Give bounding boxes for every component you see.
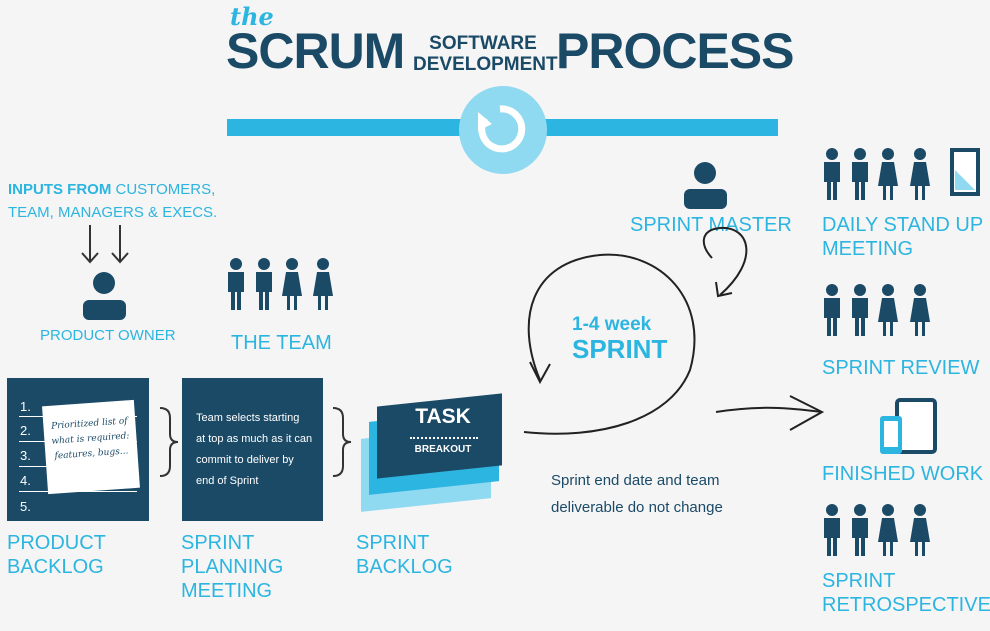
backlog-number: 4. [20,473,31,488]
sprint-title: SPRINT [572,334,668,364]
label-line: SPRINT [822,570,896,592]
cycle-circle [459,86,547,174]
daily-standup-icon [824,148,930,200]
sprint-review-icon [824,284,930,336]
sprint-loop-icon [523,226,825,435]
label-line: PLANNING [181,556,284,578]
sprint-planning-label: SPRINT PLANNING MEETING [181,531,283,603]
label-line: SPRINT [181,532,255,554]
brace-icon [159,407,352,477]
sprint-master-label: SPRINT MASTER [630,214,792,236]
label-line: PRODUCT [7,532,106,554]
refresh-icon [478,105,526,153]
text-line: end of Sprint [196,475,259,487]
team-icon [228,258,333,310]
sprint-backlog-label: SPRINT BACKLOG [356,531,453,579]
backlog-number: 1. [20,399,31,414]
inputs-prefix: INPUTS FROM [8,181,112,198]
label-line: BACKLOG [7,556,104,578]
note-line: deliverable do not change [551,499,723,516]
label-line: SPRINT [356,532,430,554]
label-line: RETROSPECTIVE [822,594,990,616]
label-line: MEETING [181,580,273,602]
task-breakout: BREAKOUT [414,444,472,455]
label-line: MEETING [822,238,914,260]
sprint-retrospective-label: SPRINT RETROSPECTIVE [822,569,990,617]
backlog-number: 5. [20,499,31,514]
title-scrum: SCRUM [226,23,405,79]
title-the: the [230,2,274,31]
label-line: DAILY STAND UP [822,214,984,236]
finished-work-label: FINISHED WORK [822,463,984,485]
product-backlog-label: PRODUCT BACKLOG [7,531,106,579]
title-development: DEVELOPMENT [413,54,558,75]
task-title: TASK [415,405,471,428]
sprint-note: Sprint end date and team deliverable do … [551,467,723,521]
devices-icon [880,398,937,454]
input-arrows-icon [81,225,129,264]
sprint-duration: 1-4 week [572,314,652,335]
sprint-planning-text: Team selects starting at top as much as … [196,408,316,492]
note-line: Sprint end date and team [551,472,720,489]
backlog-number: 2. [20,423,31,438]
sprint-review-label: SPRINT REVIEW [822,357,980,379]
inputs-line2: TEAM, MANAGERS & EXECS. [8,204,218,221]
inputs-line1: CUSTOMERS, [115,181,216,198]
team-label: THE TEAM [231,332,332,354]
sprint-retrospective-icon [824,504,930,556]
text-line: Team selects starting [196,412,300,424]
sprint-master-icon [684,162,727,209]
title-software-development: SOFTWARE DEVELOPMENT [413,33,558,75]
sprint-planning-card [182,378,323,521]
text-line: at top as much as it can [196,433,313,445]
backlog-number: 3. [20,448,31,463]
inputs-text: INPUTS FROM CUSTOMERS, TEAM, MANAGERS & … [8,178,217,224]
label-line: BACKLOG [356,556,453,578]
whiteboard-icon [950,148,980,196]
product-owner-label: PRODUCT OWNER [40,327,176,344]
task-dots [410,437,478,439]
product-owner-icon [83,272,126,320]
text-line: commit to deliver by [196,454,294,466]
daily-standup-label: DAILY STAND UP MEETING [822,213,983,261]
title-process: PROCESS [556,23,795,79]
title-software: SOFTWARE [429,33,537,54]
